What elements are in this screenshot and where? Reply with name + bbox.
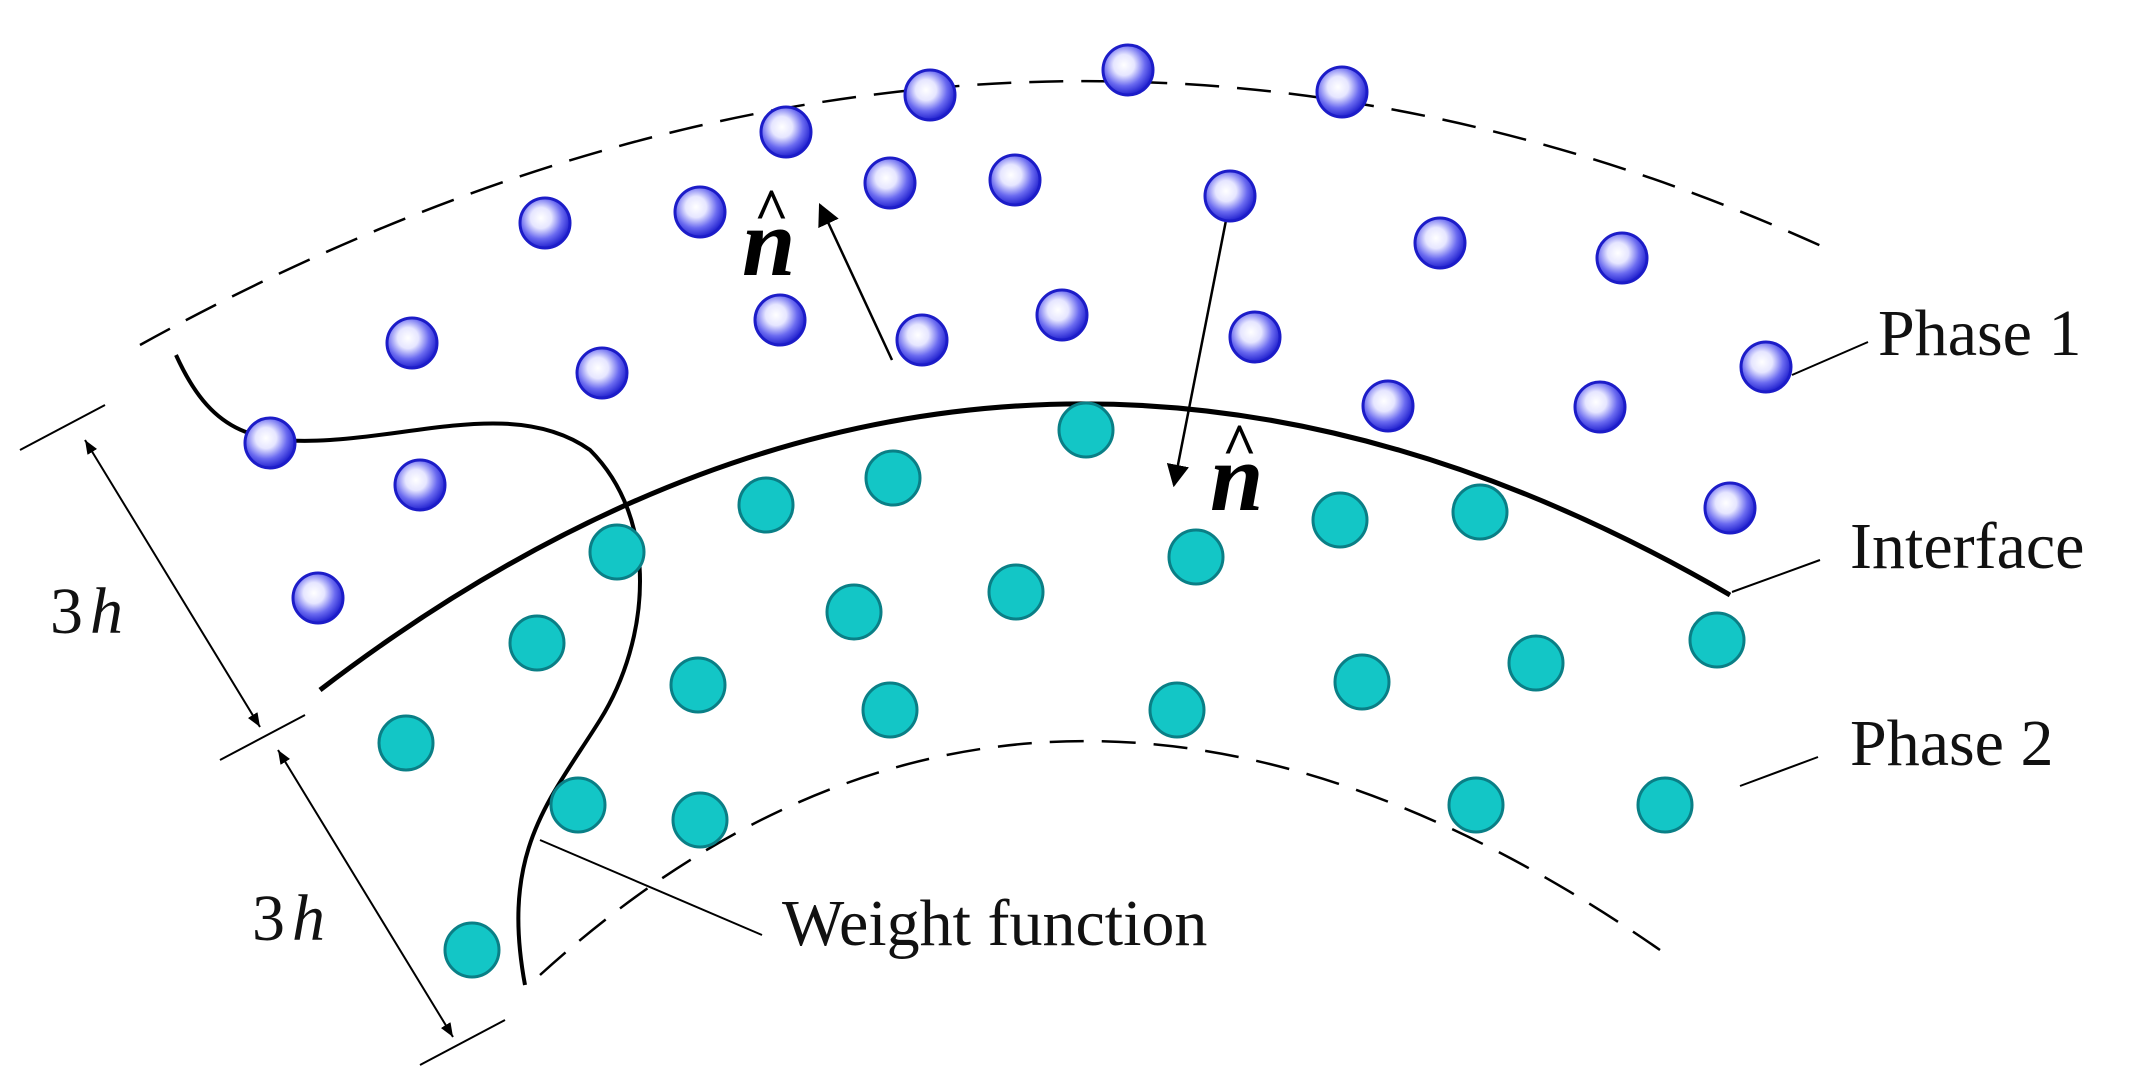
- phase1-particle: [673, 185, 727, 239]
- phase2-particle: [1057, 401, 1115, 459]
- phase1-particle: [1739, 340, 1793, 394]
- phase2-particle: [1636, 776, 1694, 834]
- phase1-particle: [863, 156, 917, 210]
- phase2-particle: [508, 614, 566, 672]
- phase1-particle: [1203, 169, 1257, 223]
- phase2-particle: [1333, 653, 1391, 711]
- phase2-particle: [861, 681, 919, 739]
- phase2-particle: [1148, 681, 1206, 739]
- phase2-particle: [737, 476, 795, 534]
- phase1-particle: [1035, 288, 1089, 342]
- normal-label-right: n ^: [1210, 412, 1263, 531]
- phase2-particle: [1447, 776, 1505, 834]
- phase1-leader-line: [1791, 341, 1869, 376]
- normal-label-left: n ^: [742, 177, 795, 296]
- phase2-particle: [825, 583, 883, 641]
- normal-vector-left: [818, 202, 894, 361]
- dimension-3h-upper: [19, 404, 306, 761]
- phase2-particle: [1688, 611, 1746, 669]
- phase1-particle: [1703, 481, 1757, 535]
- phase2-particle: [669, 656, 727, 714]
- phase1-particle: [903, 68, 957, 122]
- weight-function-label: Weight function: [782, 887, 1207, 960]
- phase1-particle: [518, 196, 572, 250]
- weight-function-leader-line: [539, 839, 763, 936]
- svg-text:h: h: [90, 575, 123, 648]
- phase1-particles: [243, 43, 1793, 625]
- phase1-particle: [759, 105, 813, 159]
- svg-text:^: ^: [754, 177, 789, 243]
- phase2-particle: [1451, 483, 1509, 541]
- dimension-label-lower: 3 h: [252, 882, 325, 955]
- phase1-particle: [575, 346, 629, 400]
- phase1-particle: [1315, 65, 1369, 119]
- svg-text:h: h: [292, 882, 325, 955]
- phase1-particle: [243, 416, 297, 470]
- phase2-particle: [588, 523, 646, 581]
- phase1-label: Phase 1: [1878, 297, 2081, 370]
- phase1-particle: [1595, 231, 1649, 285]
- phase2-particle: [864, 449, 922, 507]
- phase1-particle: [393, 458, 447, 512]
- phase2-particle: [987, 563, 1045, 621]
- phase2-particles: [377, 401, 1746, 979]
- phase1-particle: [291, 571, 345, 625]
- svg-text:3: 3: [252, 882, 285, 955]
- phase2-particle: [1507, 634, 1565, 692]
- phase1-outer-boundary: [139, 79, 1831, 347]
- interface-leader-line: [1731, 559, 1821, 593]
- phase1-particle: [1361, 379, 1415, 433]
- phase2-label: Phase 2: [1850, 707, 2053, 780]
- phase1-particle: [753, 293, 807, 347]
- svg-text:n: n: [1210, 424, 1263, 531]
- dimension-label-upper: 3 h: [50, 575, 123, 648]
- phase2-particle: [1167, 528, 1225, 586]
- phase2-particle: [671, 791, 729, 849]
- phase2-particle: [443, 921, 501, 979]
- phase1-particle: [385, 316, 439, 370]
- interface-label: Interface: [1850, 510, 2084, 583]
- phase1-particle: [1413, 216, 1467, 270]
- phase2-leader-line: [1739, 756, 1819, 787]
- phase1-particle: [1573, 380, 1627, 434]
- svg-text:3: 3: [50, 575, 83, 648]
- phase2-particle: [549, 776, 607, 834]
- interface-curve: [318, 401, 1732, 692]
- phase2-outer-boundary: [539, 739, 1661, 976]
- svg-text:^: ^: [1222, 412, 1257, 478]
- phase1-particle: [1228, 310, 1282, 364]
- normal-vector-right: [1166, 199, 1232, 488]
- dimension-3h-lower: [277, 749, 506, 1066]
- svg-text:n: n: [742, 189, 795, 296]
- phase1-particle: [1101, 43, 1155, 97]
- phase1-particle: [988, 153, 1042, 207]
- phase2-particle: [377, 714, 435, 772]
- phase1-particle: [895, 313, 949, 367]
- phase2-particle: [1311, 491, 1369, 549]
